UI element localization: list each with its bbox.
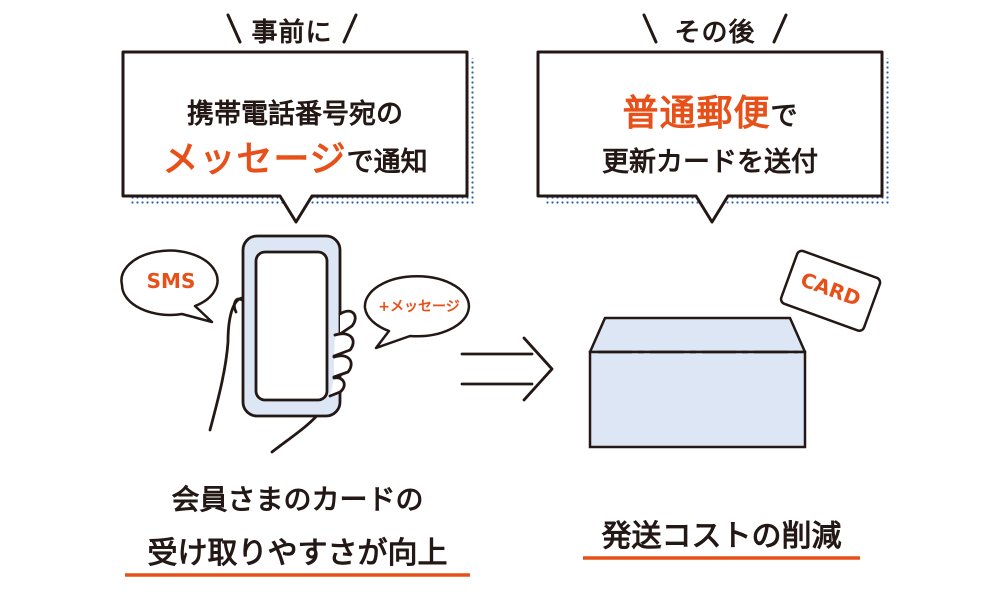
- left-bubble-highlight: メッセージ: [162, 139, 347, 180]
- left-header-label: 事前に: [251, 18, 333, 48]
- envelope-illustration: [588, 316, 807, 449]
- left-speech-bubble: [121, 50, 475, 224]
- sms-label: SMS: [146, 269, 196, 293]
- left-bubble-line2: メッセージで通知: [123, 130, 467, 182]
- right-header-slashes: [642, 13, 788, 44]
- hand-holding-phone-illustration: [208, 234, 357, 454]
- right-bubble-line2: 更新カードを送付: [602, 147, 818, 178]
- left-header-slashes: [226, 13, 358, 44]
- sms-bubble: [120, 249, 219, 324]
- left-caption-line2: 受け取りやすさが向上: [147, 536, 448, 571]
- plus-message-label: +メッセージ: [378, 299, 460, 315]
- right-caption: 発送コストの削減: [601, 519, 842, 554]
- left-bubble-line1: 携帯電話番号宛の: [187, 99, 403, 130]
- right-bubble-line1: 普通郵便で: [538, 84, 882, 136]
- double-arrow-icon: [460, 336, 554, 402]
- plus-message-bubble: [363, 275, 471, 350]
- left-bubble-suffix: で通知: [346, 147, 428, 178]
- right-speech-bubble: [536, 50, 890, 224]
- card-illustration: [779, 249, 882, 333]
- right-bubble-highlight: 普通郵便: [622, 93, 771, 134]
- left-caption-line1: 会員さまのカードの: [171, 483, 424, 516]
- right-bubble-suffix: で: [770, 101, 798, 132]
- right-header-label: その後: [674, 18, 756, 48]
